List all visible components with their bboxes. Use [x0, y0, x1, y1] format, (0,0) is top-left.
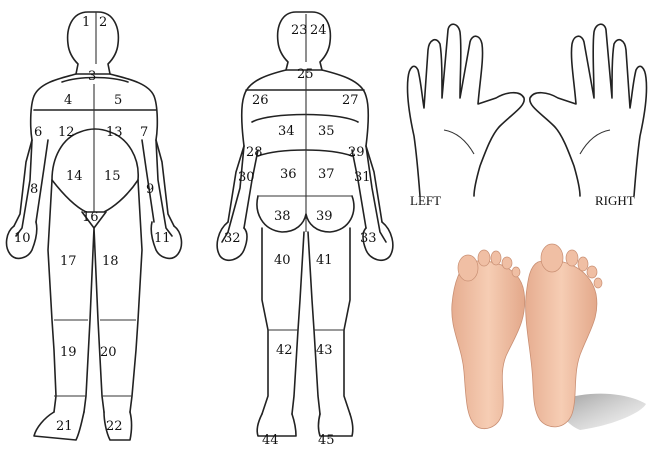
zone-label-2: 2 — [99, 15, 107, 30]
left-big-toe — [458, 255, 478, 281]
back-lumbar-line — [258, 150, 352, 156]
left-sole — [452, 261, 525, 429]
zone-label-15: 15 — [104, 169, 121, 184]
zone-label-21: 21 — [56, 419, 73, 434]
front-body-figure: 1 2 3 4 5 6 7 8 9 10 11 12 13 14 15 16 1… — [7, 12, 182, 440]
zone-label-4: 4 — [64, 93, 72, 108]
back-body-figure: 23 24 25 26 27 28 29 30 31 32 33 34 35 3… — [217, 12, 393, 448]
zone-label-6: 6 — [34, 125, 42, 140]
left-palm-crease — [444, 130, 474, 154]
zone-label-18: 18 — [102, 254, 119, 269]
right-hand-label: RIGHT — [595, 193, 635, 208]
zone-label-22: 22 — [106, 419, 123, 434]
zone-label-10: 10 — [14, 231, 31, 246]
right-toe-5 — [594, 278, 602, 288]
front-head-outline — [68, 12, 119, 74]
zone-label-42: 42 — [276, 343, 293, 358]
right-toe-2 — [566, 250, 578, 266]
zone-label-13: 13 — [106, 125, 123, 140]
left-hand-outline — [407, 24, 524, 196]
zone-label-12: 12 — [58, 125, 75, 140]
left-toe-4 — [502, 257, 512, 269]
zone-label-32: 32 — [224, 231, 241, 246]
zone-label-5: 5 — [114, 93, 122, 108]
left-toe-5 — [512, 267, 520, 277]
zone-label-36: 36 — [280, 167, 297, 182]
right-big-toe — [541, 244, 563, 272]
left-toe-3 — [491, 251, 501, 265]
zone-label-27: 27 — [342, 93, 359, 108]
zone-label-33: 33 — [360, 231, 377, 246]
zone-label-19: 19 — [60, 345, 77, 360]
zone-label-26: 26 — [252, 93, 269, 108]
zone-label-25: 25 — [297, 67, 314, 82]
left-hand-label: LEFT — [410, 193, 441, 208]
left-toe-2 — [478, 250, 490, 266]
zone-label-38: 38 — [274, 209, 291, 224]
back-head-outline — [278, 12, 331, 70]
zone-label-14: 14 — [66, 169, 83, 184]
zone-label-1: 1 — [82, 15, 90, 30]
zone-label-3: 3 — [88, 69, 96, 84]
zone-label-34: 34 — [278, 124, 295, 139]
zone-label-24: 24 — [310, 23, 327, 38]
zone-label-17: 17 — [60, 254, 77, 269]
front-pelvis-outline — [52, 180, 138, 212]
hands-panel: LEFT RIGHT — [407, 24, 646, 208]
zone-label-28: 28 — [246, 145, 263, 160]
zone-label-43: 43 — [316, 343, 333, 358]
zone-label-11: 11 — [154, 231, 171, 246]
zone-label-23: 23 — [291, 23, 308, 38]
zone-label-30: 30 — [238, 170, 255, 185]
right-palm-crease — [580, 130, 610, 154]
zone-label-9: 9 — [146, 182, 154, 197]
zone-label-7: 7 — [140, 125, 148, 140]
zone-label-20: 20 — [100, 345, 117, 360]
zone-label-29: 29 — [348, 145, 365, 160]
right-toe-4 — [587, 266, 597, 278]
zone-label-16: 16 — [82, 210, 99, 225]
zone-label-41: 41 — [316, 253, 333, 268]
zone-label-40: 40 — [274, 253, 291, 268]
right-hand-outline — [530, 24, 647, 196]
feet-soles-photo — [452, 244, 646, 430]
zone-label-39: 39 — [316, 209, 333, 224]
zone-label-31: 31 — [354, 170, 371, 185]
zone-label-35: 35 — [318, 124, 335, 139]
right-toe-3 — [578, 257, 588, 271]
zone-label-44: 44 — [262, 433, 279, 448]
zone-label-45: 45 — [318, 433, 335, 448]
zone-label-37: 37 — [318, 167, 335, 182]
zone-label-8: 8 — [30, 182, 38, 197]
back-upper-back-line — [252, 115, 358, 123]
